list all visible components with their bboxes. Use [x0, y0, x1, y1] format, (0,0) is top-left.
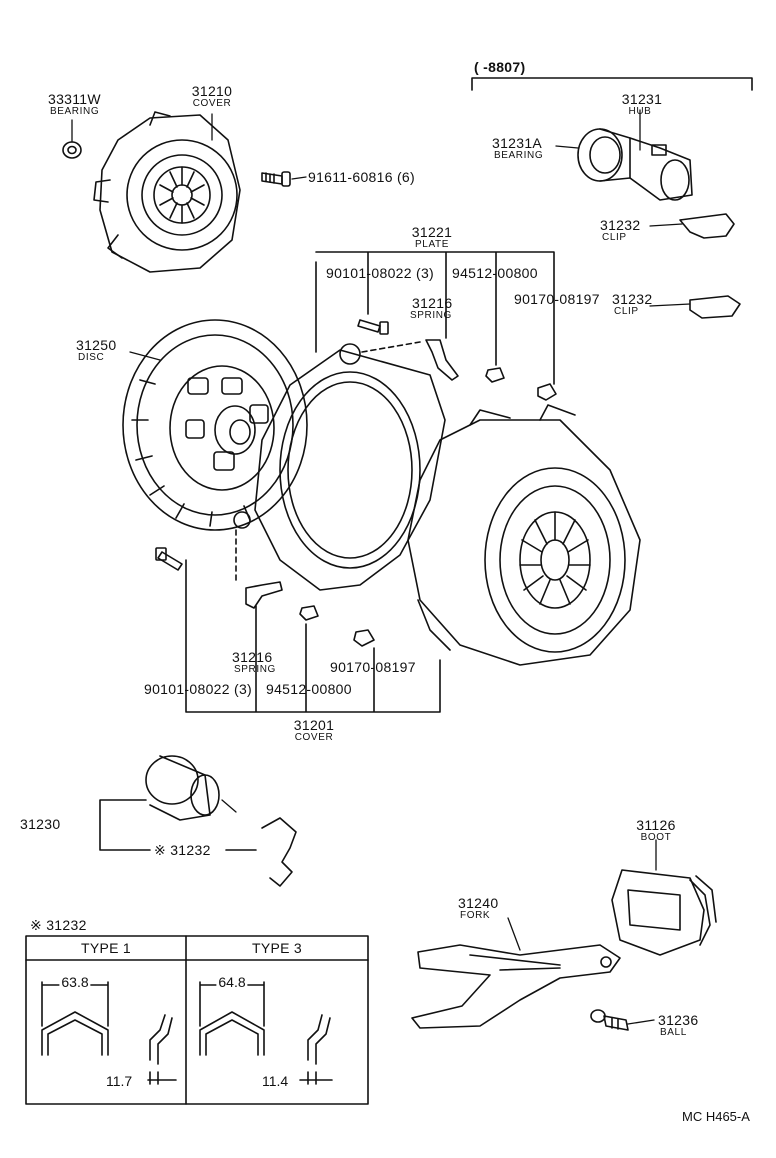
- part-number-spring-lower: 31216: [232, 649, 273, 665]
- part-number-bearing-31231a: 31231A: [492, 135, 543, 151]
- part-number-bearing: 33311W: [48, 91, 101, 107]
- assembly-bracket: [99, 799, 257, 851]
- part-name-plate: PLATE: [415, 239, 449, 250]
- clip-table-title: ※ 31232: [30, 917, 87, 933]
- part-number-boot: 31126: [636, 817, 676, 833]
- part-number-clip-1: 31232: [600, 217, 641, 233]
- part-number-clip-2: 31232: [612, 291, 653, 307]
- range-header: ( -8807): [474, 59, 526, 75]
- part-number-ball: 31236: [658, 1012, 699, 1028]
- part-name-ball: BALL: [660, 1027, 687, 1038]
- range-bracket: [471, 77, 753, 91]
- clip-type-3-thickness: 11.4: [262, 1073, 289, 1089]
- release-bearing-part: [62, 141, 82, 159]
- part-name-bearing: BEARING: [50, 106, 100, 117]
- nut-lower-2-part: [353, 629, 375, 647]
- clip-type-3-width: 64.8: [216, 974, 248, 990]
- part-name-boot: BOOT: [640, 832, 672, 843]
- part-number-hub: 31231: [621, 91, 663, 107]
- part-name-clip-1: CLIP: [602, 232, 627, 243]
- part-name-spring-lower: SPRING: [234, 664, 276, 675]
- ball-stud-part: [590, 1009, 629, 1031]
- part-number-bearing-assembly: 31230: [20, 816, 61, 832]
- spring-lower-part: [245, 581, 283, 609]
- part-number-fork: 31240: [458, 895, 499, 911]
- part-name-cover-lower: COVER: [294, 732, 334, 743]
- bolt-lower-part: [155, 547, 183, 571]
- part-number-nut-lower-2: 90170-08197: [330, 659, 416, 675]
- clutch-cover-part-top: [93, 111, 241, 273]
- part-name-clip-2: CLIP: [614, 306, 639, 317]
- clip-type-3-drawing: [199, 981, 333, 1085]
- part-number-nut-upper-1: 94512-00800: [452, 265, 538, 281]
- clip-type-1-thickness: 11.7: [106, 1073, 133, 1089]
- clip-part-1: [679, 213, 735, 239]
- clip-part-2: [689, 295, 741, 319]
- clip-type-1-width: 63.8: [59, 974, 91, 990]
- bolt-upper-part: [357, 319, 389, 335]
- reference-code: MC H465-A: [682, 1109, 750, 1124]
- bolt-91611-part: [261, 171, 291, 187]
- dash-line-upper: [361, 341, 421, 353]
- part-number-bolt-lower: 90101-08022 (3): [144, 681, 253, 697]
- part-number-clip-ref: ※ 31232: [154, 842, 211, 858]
- leader-lines: [71, 109, 691, 1025]
- part-number-bolt-91611: 91611-60816 (6): [308, 169, 415, 185]
- part-number-cover-lower: 31201: [293, 717, 335, 733]
- nut-lower-1-part: [299, 605, 319, 621]
- release-fork-part: [411, 944, 621, 1029]
- pressure-cover-part: [407, 404, 641, 666]
- pressure-plate-part: [233, 343, 446, 591]
- plate-bracket: [315, 251, 555, 385]
- clutch-disc-part: [122, 319, 308, 531]
- clip-type-1-header: TYPE 1: [80, 940, 132, 956]
- boot-part: [611, 869, 717, 956]
- part-number-nut-lower-1: 94512-00800: [266, 681, 352, 697]
- part-name-disc: DISC: [78, 352, 105, 363]
- part-number-cover-top: 31210: [191, 83, 233, 99]
- part-name-spring-upper: SPRING: [410, 310, 452, 321]
- part-number-nut-upper-2: 90170-08197: [514, 291, 600, 307]
- release-bearing-assembly-part: [145, 755, 220, 821]
- cover-bracket: [185, 559, 441, 713]
- part-number-disc: 31250: [76, 337, 117, 353]
- nut-upper-2-part: [537, 383, 557, 401]
- part-number-spring-upper: 31216: [412, 295, 453, 311]
- clip-wire-part: [261, 817, 297, 887]
- part-name-hub: HUB: [628, 106, 652, 117]
- clip-type-1-drawing: [41, 981, 177, 1085]
- clip-type-table: [25, 935, 369, 1105]
- nut-upper-1-part: [485, 367, 505, 383]
- spring-upper-part: [425, 339, 459, 381]
- part-name-cover-top: COVER: [192, 98, 232, 109]
- bearing-hub-assembly-part: [577, 128, 693, 201]
- part-number-bolt-upper: 90101-08022 (3): [326, 265, 435, 281]
- part-name-fork: FORK: [460, 910, 491, 921]
- part-name-bearing-31231a: BEARING: [494, 150, 544, 161]
- clip-type-3-header: TYPE 3: [251, 940, 303, 956]
- part-number-plate: 31221: [411, 224, 453, 240]
